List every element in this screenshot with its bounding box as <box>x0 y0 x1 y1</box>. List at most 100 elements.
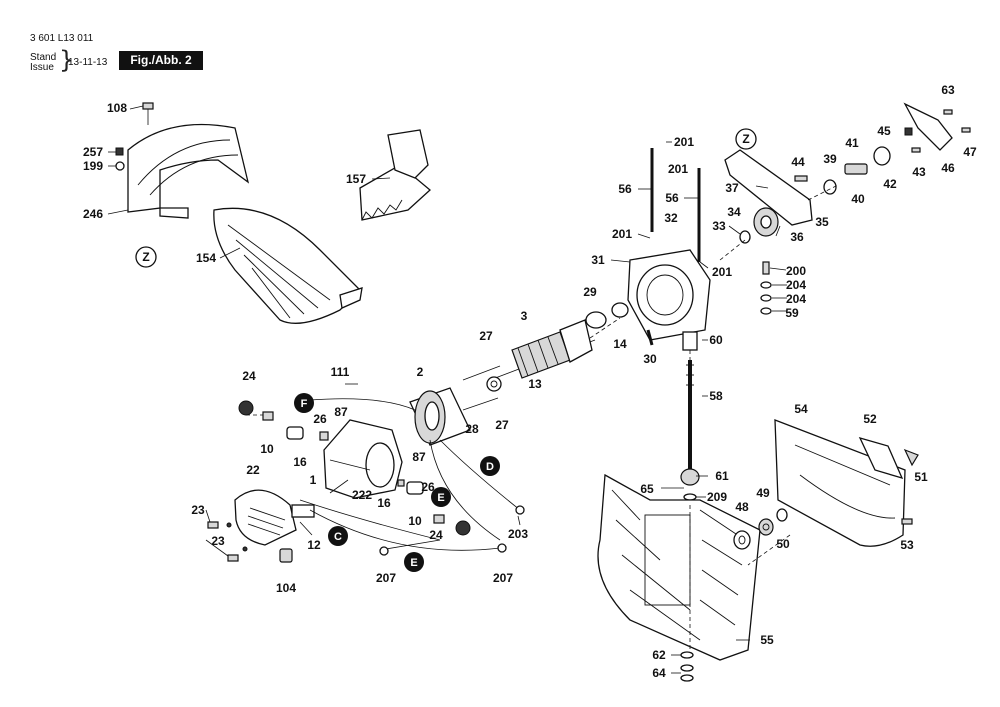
riving-knife-blade-157 <box>359 129 431 221</box>
svg-text:E: E <box>410 557 417 569</box>
gear-61 <box>680 468 700 486</box>
callout-24-b: 24 <box>429 528 443 542</box>
callout-29: 29 <box>583 285 597 299</box>
stand-label: Stand <box>30 52 57 63</box>
sleeve-60 <box>682 331 698 351</box>
callout-14: 14 <box>613 337 627 351</box>
callout-201-c: 201 <box>612 227 632 241</box>
callout-43: 43 <box>912 165 926 179</box>
callout-201-b: 201 <box>668 162 688 176</box>
callout-87-b: 87 <box>412 450 426 464</box>
small-screws <box>904 109 971 153</box>
base-frame-55 <box>597 473 761 661</box>
connector-marker-f: F <box>294 393 314 413</box>
callout-26-a: 26 <box>313 412 327 426</box>
callout-49: 49 <box>756 486 770 500</box>
svg-text:Z: Z <box>742 132 749 146</box>
screw-108 <box>142 102 154 125</box>
callout-16-a: 16 <box>293 455 307 469</box>
reference-marker-z-right: Z <box>735 128 757 150</box>
callout-28: 28 <box>465 422 479 436</box>
callout-154: 154 <box>196 251 216 265</box>
callout-37: 37 <box>725 181 739 195</box>
callout-48: 48 <box>735 500 749 514</box>
callout-27-a: 27 <box>479 329 493 343</box>
callout-34: 34 <box>727 205 741 219</box>
callout-23-a: 23 <box>191 503 205 517</box>
callout-111: 111 <box>331 365 350 379</box>
callout-207-a: 207 <box>376 571 396 585</box>
callout-104: 104 <box>276 581 296 595</box>
callout-209: 209 <box>707 490 727 504</box>
shaft-40 <box>844 163 868 175</box>
callout-246: 246 <box>83 207 103 221</box>
upper-blade-guard <box>127 123 250 219</box>
callout-52: 52 <box>863 412 877 426</box>
callout-41: 41 <box>845 136 859 150</box>
callout-65: 65 <box>640 482 654 496</box>
callout-108: 108 <box>107 101 127 115</box>
callout-10-a: 10 <box>260 442 274 456</box>
end-cap-22 <box>234 489 315 546</box>
callout-30: 30 <box>643 352 657 366</box>
callout-36: 36 <box>790 230 804 244</box>
callout-42: 42 <box>883 177 897 191</box>
washer-50 <box>776 508 788 522</box>
screw-200-stack <box>760 261 772 315</box>
bearing-49 <box>758 518 774 536</box>
field-stator-2 <box>409 387 471 446</box>
callout-47: 47 <box>963 145 977 159</box>
callout-63: 63 <box>941 83 955 97</box>
callout-87-a: 87 <box>334 405 348 419</box>
callout-61: 61 <box>715 469 729 483</box>
callout-58: 58 <box>709 389 723 403</box>
callout-204-a: 204 <box>786 278 806 292</box>
washers-62-64 <box>680 651 694 682</box>
callout-26-b: 26 <box>421 480 435 494</box>
callout-40: 40 <box>851 192 865 206</box>
shafts-56 <box>650 148 701 262</box>
callout-54: 54 <box>794 402 808 416</box>
svg-text:D: D <box>486 461 494 473</box>
callout-60: 60 <box>709 333 723 347</box>
callout-200: 200 <box>786 264 806 278</box>
screw-53 <box>901 518 913 525</box>
callout-201-d: 201 <box>712 265 732 279</box>
callout-22: 22 <box>246 463 260 477</box>
clip-42 <box>873 146 891 166</box>
gear-36 <box>753 207 779 237</box>
screws-23 <box>207 521 248 562</box>
issue-label: Issue <box>30 62 54 73</box>
spindle-58 <box>686 360 694 470</box>
connector-marker-d: D <box>480 456 500 476</box>
callout-50: 50 <box>776 537 790 551</box>
callout-222: 222 <box>352 488 372 502</box>
svg-text:E: E <box>437 492 444 504</box>
callout-45: 45 <box>877 124 891 138</box>
motor-housing-1 <box>323 419 403 499</box>
bearing-14 <box>611 302 629 318</box>
callout-10-b: 10 <box>408 514 422 528</box>
bearing-13 <box>486 376 502 392</box>
callout-3: 3 <box>521 309 528 323</box>
callout-13: 13 <box>528 377 542 391</box>
callout-64: 64 <box>652 666 666 680</box>
cap-104 <box>279 548 293 563</box>
callout-59: 59 <box>785 306 799 320</box>
callout-24-a: 24 <box>242 369 256 383</box>
svg-text:C: C <box>334 531 342 543</box>
callout-203: 203 <box>508 527 528 541</box>
wire-harness <box>299 398 525 556</box>
callout-12: 12 <box>307 538 321 552</box>
connector-marker-e-lower: E <box>404 552 424 572</box>
bearing-48 <box>733 530 751 550</box>
part-callouts: 108 257 199 246 154 157 201 201 56 56 32… <box>83 83 977 680</box>
connector-marker-c: C <box>328 526 348 546</box>
brush-holder-group <box>238 400 471 536</box>
callout-32: 32 <box>664 211 678 225</box>
callout-51: 51 <box>914 470 928 484</box>
svg-text:F: F <box>301 398 308 410</box>
callout-62: 62 <box>652 648 666 662</box>
callout-39: 39 <box>823 152 837 166</box>
